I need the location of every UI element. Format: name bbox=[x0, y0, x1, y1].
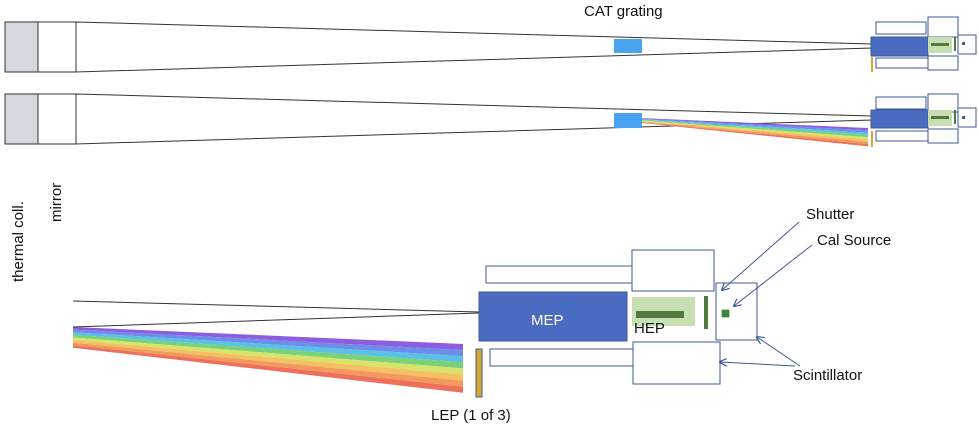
spectrum-large-band-3 bbox=[73, 332, 463, 363]
spectrum-small-band-1 bbox=[640, 118, 868, 131]
mirror-2 bbox=[37, 93, 77, 145]
cat-grating-1 bbox=[614, 39, 642, 53]
scintillator-label: Scintillator bbox=[793, 367, 862, 384]
dispersed-spectrum-large bbox=[73, 327, 463, 393]
thermal-coll-label: thermal coll. bbox=[10, 201, 27, 282]
mirror-label: mirror bbox=[48, 183, 65, 222]
spectrum-large-band-4 bbox=[73, 334, 463, 369]
shutter-arrow bbox=[722, 221, 800, 290]
spectrum-small-band-6 bbox=[640, 121, 868, 142]
cat-grating-label: CAT grating bbox=[584, 3, 663, 20]
spectrum-large-band-8 bbox=[73, 345, 463, 393]
spectrum-large-band-6 bbox=[73, 340, 463, 381]
spectrum-small-band-2 bbox=[640, 118, 868, 133]
spectrum-small-band-3 bbox=[640, 119, 868, 135]
spectrum-small-band-4 bbox=[640, 119, 868, 138]
hep-label: HEP bbox=[634, 320, 665, 337]
zoomed-detail: MEP HEP LEP (1 of 3) Shutter Cal Source … bbox=[72, 206, 891, 424]
spectrum-small-band-7 bbox=[640, 121, 868, 145]
spectrum-large-band-5 bbox=[73, 337, 463, 375]
lower-housing-left bbox=[489, 348, 634, 367]
cal-source-label: Cal Source bbox=[817, 232, 891, 249]
beam-edge-top bbox=[72, 300, 480, 313]
spectrum-large-band-7 bbox=[73, 342, 463, 387]
spectrum-large-band-2 bbox=[73, 329, 463, 357]
spectrum-small-band-8 bbox=[640, 122, 868, 147]
cat-grating-2 bbox=[614, 113, 642, 128]
spectrum-small-band-5 bbox=[640, 120, 868, 140]
row-1-telescope: CAT grating bbox=[4, 3, 977, 73]
lep-label: LEP (1 of 3) bbox=[431, 407, 511, 424]
detector-assembly-2 bbox=[870, 93, 977, 147]
hep-detector bbox=[636, 311, 684, 318]
mep-label: MEP bbox=[531, 312, 564, 329]
cal-source-arrow bbox=[734, 244, 813, 306]
mirror-1 bbox=[37, 21, 77, 73]
beam-edge-bottom bbox=[72, 312, 480, 328]
beam-cone-2 bbox=[75, 93, 873, 145]
upper-housing-left bbox=[485, 265, 633, 284]
row-2-telescope bbox=[4, 93, 977, 147]
scintillator-arrow-2 bbox=[757, 337, 801, 367]
mep-detector bbox=[478, 291, 628, 342]
thermal-collimator-1 bbox=[4, 21, 39, 73]
detector-assembly-1 bbox=[870, 16, 977, 72]
shutter-label: Shutter bbox=[806, 206, 854, 223]
dispersed-spectrum-small bbox=[640, 118, 868, 147]
lower-housing-right bbox=[632, 341, 721, 385]
scintillator-bar bbox=[704, 296, 708, 329]
beam-cone-1 bbox=[75, 21, 873, 73]
thermal-collimator-2 bbox=[4, 93, 39, 145]
cal-source bbox=[721, 309, 730, 318]
spectrum-large-band-1 bbox=[73, 327, 463, 351]
lep-detector bbox=[475, 348, 483, 398]
upper-housing-right bbox=[631, 249, 715, 292]
scintillator-arrow-1 bbox=[720, 362, 796, 367]
